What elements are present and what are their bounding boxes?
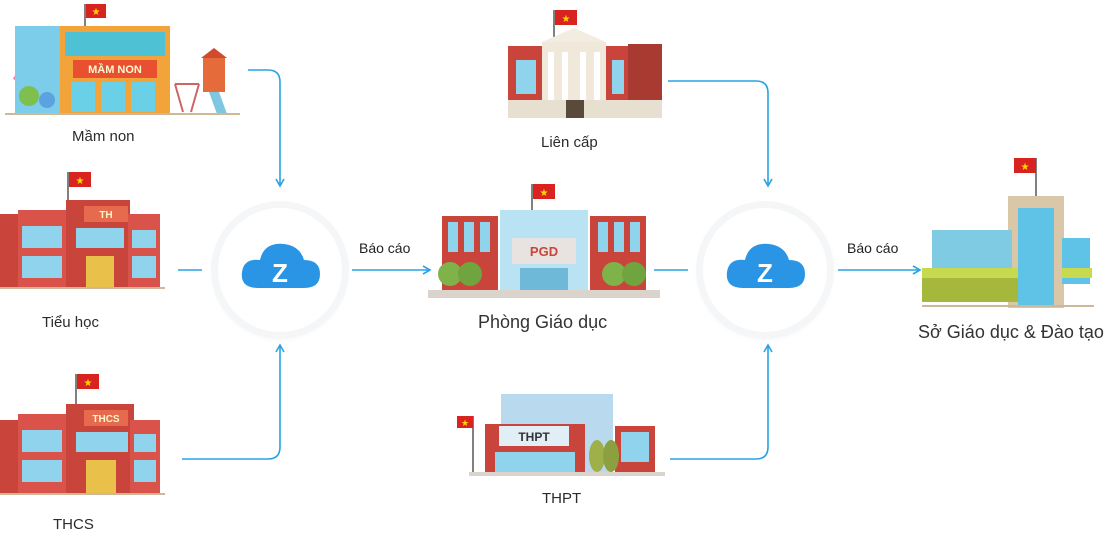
hub-letter-1: Z (272, 258, 288, 288)
label-lien-cap: Liên cấp (541, 134, 598, 151)
vietnam-flag-icon (457, 416, 473, 428)
vietnam-flag-icon (77, 374, 99, 389)
vietnam-flag-icon (555, 10, 577, 25)
svg-text:★: ★ (84, 378, 93, 389)
label-thcs: THCS (53, 516, 94, 533)
label-tieu-hoc: Tiểu học (42, 314, 99, 331)
department-of-education-building: ★ (922, 158, 1094, 308)
arrow-thpt-to-hub2 (670, 343, 773, 460)
svg-text:★: ★ (562, 14, 571, 25)
high-school-building: ★ THPT (457, 394, 665, 476)
vietnam-flag-icon (533, 184, 555, 199)
label-thpt: THPT (542, 490, 582, 507)
primary-school-building: ★ TH (0, 172, 165, 289)
vietnam-flag-icon (1014, 158, 1036, 173)
svg-text:★: ★ (92, 7, 101, 18)
arrow-mamnon-to-hub1 (248, 69, 285, 188)
lower-secondary-school-building: ★ THCS (0, 374, 165, 495)
kindergarten-building: ★ MẦM NON (5, 4, 240, 115)
report-label-1: Báo cáo (359, 240, 411, 256)
label-pgd: Phòng Giáo dục (478, 312, 608, 332)
label-mam-non: Mầm non (72, 128, 135, 145)
multi-level-school-building: ★ (508, 10, 662, 118)
education-office-building: ★ PGD (428, 184, 660, 298)
svg-text:★: ★ (76, 176, 85, 187)
cloud-hub-2: Z (703, 208, 827, 332)
thcs-sign: THCS (92, 414, 120, 425)
arrow-thcs-to-hub1 (182, 343, 285, 460)
kindergarten-sign: MẦM NON (88, 63, 142, 76)
label-so-gd: Sở Giáo dục & Đào tạo (918, 322, 1104, 342)
cloud-z-icon: Z (726, 243, 805, 288)
report-label-2: Báo cáo (847, 240, 899, 256)
cloud-z-icon: Z (241, 243, 320, 288)
hub-letter-2: Z (757, 258, 773, 288)
thpt-sign: THPT (518, 430, 550, 444)
svg-text:★: ★ (1021, 162, 1030, 173)
pgd-sign: PGD (530, 244, 558, 259)
vietnam-flag-icon (86, 4, 106, 18)
vietnam-flag-icon (69, 172, 91, 187)
svg-text:★: ★ (461, 418, 469, 428)
svg-text:★: ★ (540, 188, 549, 199)
cloud-hub-1: Z (218, 208, 342, 332)
arrow-liencap-to-hub2 (668, 80, 773, 188)
primary-sign: TH (99, 210, 112, 221)
